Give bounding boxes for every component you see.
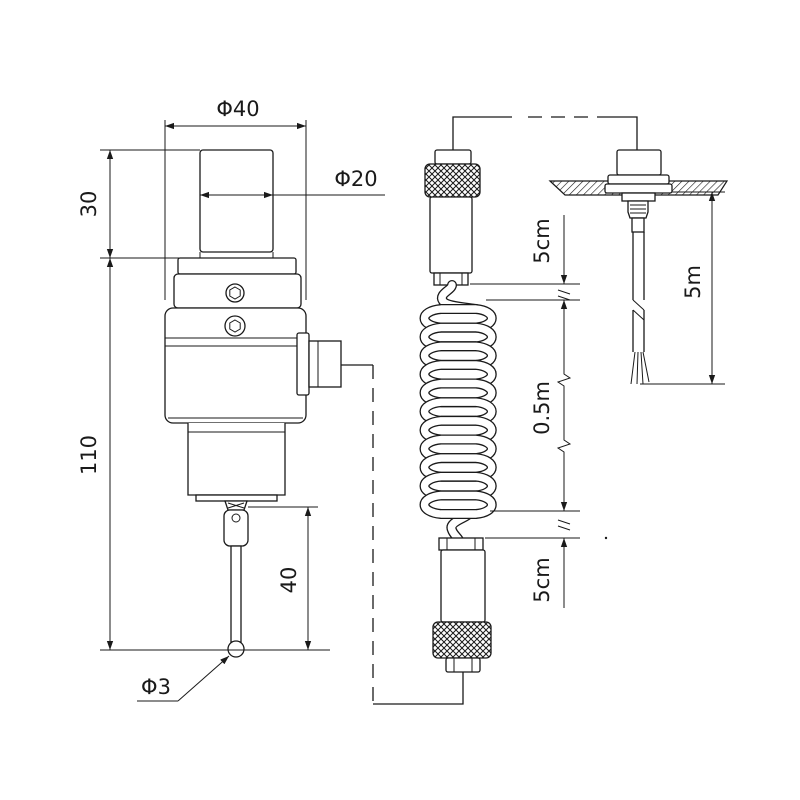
stem-diameter-label: Φ20 [334,167,377,191]
total-height-label: 110 [77,435,101,475]
stem-height-label: 30 [77,191,101,218]
top-cable-offset-label: 5cm [530,218,554,263]
top-connector [424,149,481,286]
bottom-cable-offset-label: 5cm [530,557,554,602]
stylus [223,500,249,658]
bottom-connector [432,537,492,673]
panel-mount-connector [548,149,729,385]
signal-cable [341,364,464,705]
cable-dimensions [470,215,608,608]
coil-length-label: 0.5m [530,381,554,435]
coiled-cable [419,280,497,549]
probe-dimensions [100,120,385,702]
stylus-length-label: 40 [277,567,301,594]
cable-length-label: 5m [681,265,705,299]
probe-body [164,149,342,502]
hex-screw-icon [224,283,246,337]
cable-link [452,116,638,150]
ball-diameter-label: Φ3 [141,675,171,699]
body-diameter-label: Φ40 [216,97,259,121]
